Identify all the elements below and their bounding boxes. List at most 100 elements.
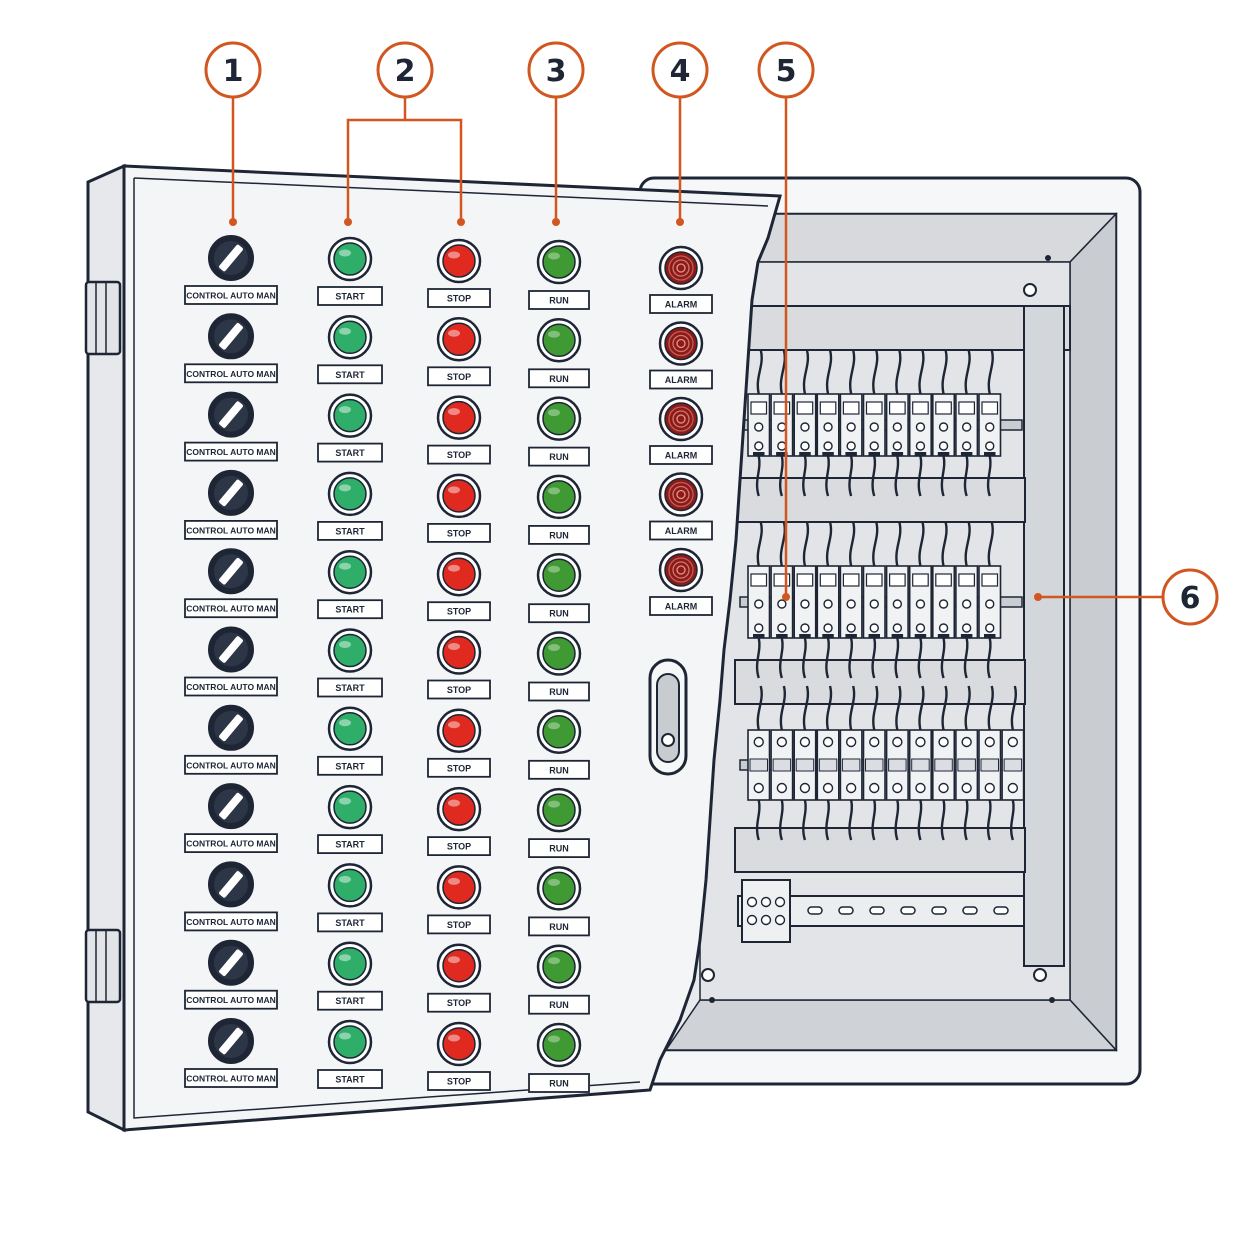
callout-4: 4 [651, 41, 709, 99]
stop-label-3-text: STOP [447, 450, 471, 460]
row2-wire-bot-9 [963, 637, 969, 679]
stop-button-8[interactable] [436, 786, 482, 832]
row2-cap-2 [796, 573, 814, 587]
stop-button-11-cap [442, 1027, 476, 1061]
run-lamp-1 [536, 239, 582, 285]
row1-screw-bot-8 [938, 441, 949, 451]
row2-wire-top-1 [779, 521, 786, 567]
stop-button-7-cap [442, 714, 476, 748]
row3-marker-10 [980, 758, 999, 772]
selector-label-1-text: CONTROL AUTO MAN [186, 291, 276, 301]
selector-switch-4[interactable] [208, 469, 254, 516]
row1-screw-mid-2 [800, 422, 810, 432]
stop-label-10-text: STOP [447, 998, 471, 1008]
row2-foot-8 [937, 634, 950, 638]
start-label-6-text: START [335, 683, 365, 693]
stop-button-5[interactable] [436, 551, 482, 597]
row3-marker-4 [841, 758, 861, 772]
stop-button-6[interactable] [436, 630, 482, 675]
selector-switch-3[interactable] [208, 391, 254, 438]
selector-switch-1[interactable] [208, 235, 254, 281]
stop-button-11[interactable] [436, 1021, 482, 1067]
start-button-2[interactable] [327, 315, 373, 360]
selector-switch-6[interactable] [208, 626, 254, 673]
selector-switch-10[interactable] [208, 939, 254, 986]
bottom-tb-screw-0-0 [746, 896, 758, 908]
selector-switch-9[interactable] [208, 861, 254, 908]
row1-wire-bot-0 [755, 455, 761, 497]
start-button-7-highlight [339, 719, 351, 727]
row2-screw-bot-2 [800, 623, 810, 633]
alarm-lamp-4 [658, 472, 704, 517]
row2-screw-bot-1 [777, 623, 787, 633]
selector-switch-8[interactable] [208, 783, 254, 830]
row2-foot-4 [845, 634, 857, 638]
selector-label-2-text: CONTROL AUTO MAN [186, 369, 276, 379]
start-button-11[interactable] [327, 1019, 373, 1065]
selector-label-9-text: CONTROL AUTO MAN [186, 917, 276, 927]
row1-cap-1 [773, 401, 791, 415]
start-button-3-highlight [339, 406, 351, 414]
start-button-8[interactable] [327, 784, 373, 830]
start-label-10-plate [317, 990, 383, 1011]
start-button-5[interactable] [327, 549, 373, 595]
selector-switch-5[interactable] [208, 548, 254, 595]
stop-button-4[interactable] [436, 473, 482, 519]
row2-screw-mid-1 [777, 599, 787, 609]
row2-cap-6 [888, 573, 906, 587]
stop-button-9-cap [442, 870, 476, 905]
run-lamp-4 [536, 474, 582, 520]
door-latch-handle[interactable] [648, 658, 688, 776]
start-button-4[interactable] [327, 471, 373, 517]
stop-button-2-cap [442, 322, 476, 357]
run-lamp-highlight-11 [548, 1035, 560, 1043]
start-button-7[interactable] [327, 706, 373, 752]
stop-button-1-cap [442, 244, 476, 278]
row3-marker-7 [911, 758, 930, 772]
start-button-3[interactable] [327, 393, 373, 438]
stop-button-10[interactable] [436, 943, 482, 988]
callouts: 1 2 3 4 5 6 [204, 41, 1219, 626]
row3-wire-bot-10 [986, 799, 992, 841]
run-label-5-plate [528, 603, 590, 624]
start-button-1-highlight [339, 249, 351, 257]
cabinet-body [638, 176, 1142, 1086]
start-button-1[interactable] [327, 236, 373, 282]
run-lamp-7 [536, 709, 582, 755]
row1-screw-bot-3 [823, 441, 833, 451]
selector-switch-2[interactable] [208, 313, 254, 360]
run-lamp-highlight-1 [548, 252, 560, 260]
row2-screw-bot-7 [915, 623, 926, 633]
start-button-9[interactable] [327, 863, 373, 908]
stop-button-3[interactable] [436, 395, 482, 440]
row2-screw-mid-8 [938, 599, 949, 609]
row1-screw-bot-4 [846, 441, 856, 451]
row2-screw-mid-2 [800, 599, 810, 609]
start-button-6[interactable] [327, 628, 373, 673]
start-label-1-text: START [335, 292, 365, 302]
run-label-9-text: RUN [549, 922, 569, 932]
alarm-label-2-plate [649, 369, 713, 390]
stop-button-7[interactable] [436, 708, 482, 754]
stop-button-9[interactable] [436, 865, 482, 910]
run-label-3-plate [528, 446, 590, 467]
row3-marker-11 [1003, 758, 1023, 772]
stop-button-1[interactable] [436, 238, 482, 284]
din-slot-4 [931, 906, 947, 915]
selector-switch-11[interactable] [208, 1018, 254, 1064]
row3-screw-top-8 [938, 736, 949, 748]
start-button-10[interactable] [327, 941, 373, 986]
row1-cap-5 [865, 401, 883, 415]
row2-cap-1 [773, 573, 791, 587]
run-lamp-lens-4 [542, 480, 576, 514]
row3-wire-top-9 [964, 685, 971, 731]
selector-switch-7[interactable] [208, 704, 254, 751]
callout-1-label: 1 [223, 54, 244, 89]
run-lamp-lens-10 [542, 949, 576, 984]
run-label-10-text: RUN [549, 1000, 569, 1010]
row2-wire-bot-2 [802, 637, 807, 679]
stop-button-2[interactable] [436, 317, 482, 362]
row1-screw-mid-3 [823, 422, 833, 432]
